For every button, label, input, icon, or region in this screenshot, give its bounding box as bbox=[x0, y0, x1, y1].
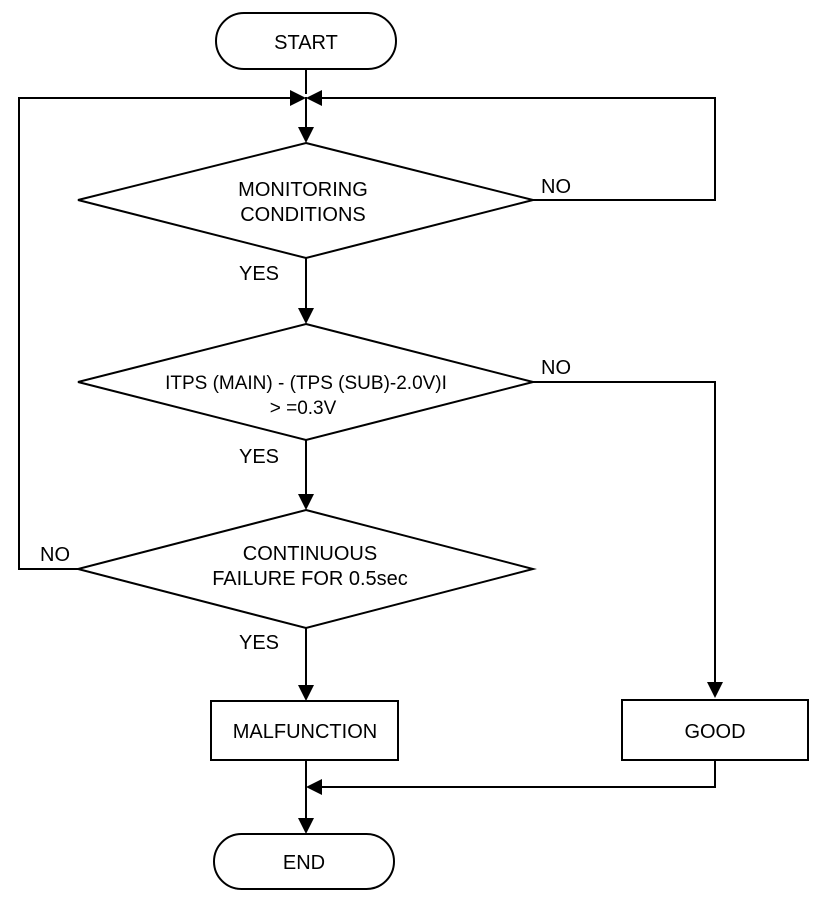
tps-difference-line1: ITPS (MAIN) - (TPS (SUB)-2.0V)I bbox=[165, 373, 447, 394]
connector-continuous-no-loop bbox=[18, 97, 290, 570]
connector-tps-no bbox=[533, 381, 716, 682]
tps-difference-line2: > =0.3V bbox=[270, 398, 337, 419]
good-box bbox=[621, 699, 809, 761]
arrowhead-down-good bbox=[707, 682, 723, 698]
continuous-yes-label: YES bbox=[239, 632, 279, 654]
monitoring-conditions-line2: CONDITIONS bbox=[240, 204, 366, 226]
continuous-failure-line2: FAILURE FOR 0.5sec bbox=[212, 568, 408, 590]
continuous-no-label: NO bbox=[40, 544, 70, 566]
tps-difference-decision bbox=[77, 322, 534, 442]
end-terminal bbox=[213, 833, 395, 890]
continuous-failure-decision bbox=[74, 508, 537, 630]
monitoring-conditions-decision bbox=[77, 141, 534, 260]
arrowhead-down-end bbox=[298, 818, 314, 834]
continuous-failure-line1: CONTINUOUS bbox=[243, 543, 377, 565]
malfunction-label: MALFUNCTION bbox=[233, 721, 377, 743]
arrowhead-left-join bbox=[306, 779, 322, 795]
arrowhead-left-merge bbox=[306, 90, 322, 106]
arrowhead-down-continuous bbox=[298, 494, 314, 510]
arrowhead-down-monitoring bbox=[298, 127, 314, 143]
arrowhead-down-tps bbox=[298, 308, 314, 324]
end-label: END bbox=[283, 852, 325, 874]
monitoring-yes-label: YES bbox=[239, 263, 279, 285]
monitoring-no-label: NO bbox=[541, 176, 571, 198]
malfunction-box bbox=[210, 700, 399, 761]
arrowhead-right-merge bbox=[290, 90, 306, 106]
arrowhead-down-malfunction bbox=[298, 685, 314, 701]
connector-good-to-end bbox=[322, 760, 716, 788]
tps-no-label: NO bbox=[541, 357, 571, 379]
start-terminal bbox=[215, 12, 397, 70]
good-label: GOOD bbox=[684, 721, 745, 743]
start-label: START bbox=[274, 32, 338, 54]
connector-monitoring-no-loop bbox=[322, 97, 716, 201]
tps-yes-label: YES bbox=[239, 446, 279, 468]
monitoring-conditions-line1: MONITORING bbox=[238, 179, 368, 201]
